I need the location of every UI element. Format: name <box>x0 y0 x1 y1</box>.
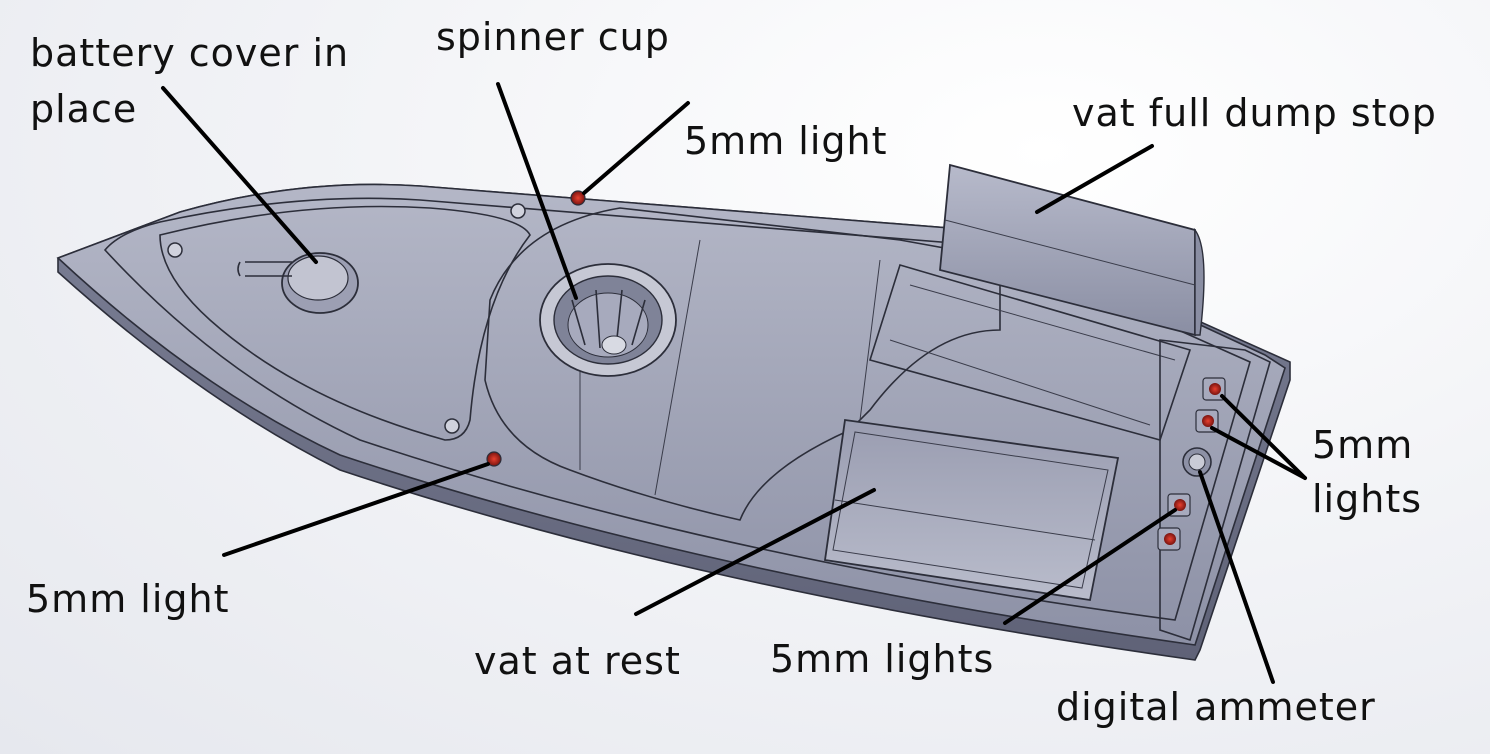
leader-lights-right-1 <box>1220 394 1307 480</box>
label-lights-right-2: lights <box>1312 477 1422 521</box>
label-light-top: 5mm light <box>684 119 888 163</box>
leader-light-top <box>582 101 690 195</box>
label-battery-cover-1: battery cover in <box>30 31 349 75</box>
label-lights-right-1: 5mm <box>1312 423 1413 467</box>
leader-lines <box>161 82 1307 684</box>
label-light-left: 5mm light <box>26 577 230 621</box>
hull <box>56 163 1291 661</box>
led-rear-2 <box>1202 415 1214 427</box>
led-left <box>486 451 502 467</box>
vat-full-dump-stop <box>939 163 1205 337</box>
leader-spinner-cup <box>496 82 578 300</box>
leader-light-left <box>222 462 490 557</box>
label-vat-rest: vat at rest <box>474 639 681 683</box>
leader-ammeter <box>1198 470 1275 684</box>
label-battery-cover-2: place <box>30 87 137 131</box>
leader-lights-bottom <box>1003 508 1177 625</box>
battery-cover <box>237 252 359 314</box>
digital-ammeter <box>1182 447 1212 477</box>
center-deck <box>484 207 1001 521</box>
led-top <box>570 190 586 206</box>
led-rear-3 <box>1174 499 1186 511</box>
leader-vat-full <box>1035 144 1154 214</box>
label-spinner-cup: spinner cup <box>436 15 670 59</box>
led-rear-1 <box>1209 383 1221 395</box>
hull-inner-rim <box>103 197 1251 621</box>
leader-battery-cover <box>161 86 318 264</box>
leader-vat-rest <box>634 488 876 616</box>
labels: battery cover in place spinner cup 5mm l… <box>26 15 1437 729</box>
leader-lights-right-2 <box>1210 426 1307 480</box>
label-lights-bottom: 5mm lights <box>770 637 994 681</box>
label-ammeter: digital ammeter <box>1056 685 1376 729</box>
led-rear-4 <box>1164 533 1176 545</box>
label-vat-full: vat full dump stop <box>1072 91 1437 135</box>
transom <box>1159 339 1271 642</box>
bow-panel <box>159 205 531 441</box>
spinner-cup <box>539 263 677 377</box>
